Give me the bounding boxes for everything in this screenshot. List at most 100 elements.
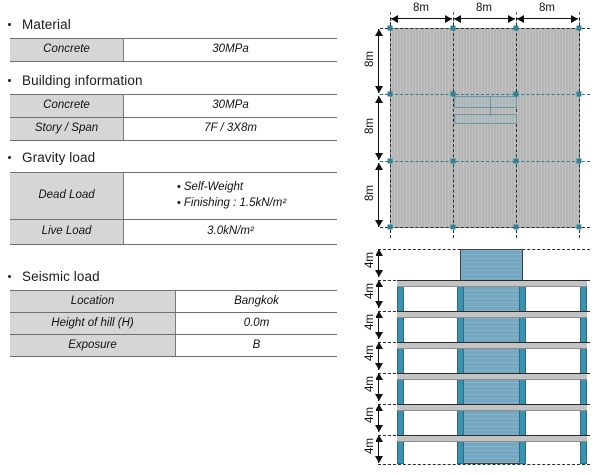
elevation-floor-slab-7 [397, 280, 587, 287]
grid-node [387, 158, 393, 164]
list-item-label: Self-Weight [183, 181, 244, 194]
dimension-segment [375, 435, 383, 463]
bullet-dot-icon [8, 79, 11, 82]
section-heading-material: Material [0, 17, 71, 32]
dimension-segment [375, 342, 383, 370]
elevation-floor-slab-4 [397, 373, 587, 380]
core-wall-segment-middle [454, 114, 517, 124]
section-heading-seismic-load: Seismic load [0, 269, 100, 284]
story-height-label-4: 4m [363, 345, 376, 361]
cell-label: Location [10, 290, 176, 313]
building-elevation-view [378, 248, 590, 468]
section-heading-label: Seismic load [22, 269, 100, 284]
story-height-label-2: 4m [363, 407, 376, 423]
cell-value: Bangkok [175, 290, 337, 313]
dimension-segment [375, 404, 383, 432]
cell-label: Exposure [10, 334, 176, 357]
plan-vertical-dimension-chain: 8m 8m 8m [363, 28, 390, 228]
table-row: Concrete 30MPa [10, 94, 337, 118]
dimension-segment [391, 15, 452, 23]
table-row: Concrete 30MPa [10, 38, 337, 62]
section-heading-gravity-load: Gravity load [0, 150, 95, 165]
section-heading-label: Material [22, 17, 71, 32]
story-height-label-6: 4m [363, 283, 376, 299]
cell-label: Height of hill (H) [10, 312, 176, 335]
dimension-segment [517, 15, 578, 23]
grid-node [450, 158, 456, 164]
core-wall-segment-top [454, 96, 517, 108]
cell-value: B [175, 334, 337, 357]
section-heading-building-information: Building information [0, 73, 143, 88]
cell-label: Concrete [10, 94, 124, 118]
elevation-floor-slab-2 [397, 435, 587, 442]
bullet-dot-icon [8, 23, 11, 26]
elevation-floor-slab-5 [397, 342, 587, 349]
dimension-segment [375, 249, 383, 277]
dimension-label-y2: 8m [363, 118, 376, 134]
dead-load-list: • Self-Weight • Finishing : 1.5kN/m² [175, 180, 286, 211]
cell-label: Concrete [10, 38, 124, 62]
floor-plan-view [380, 18, 590, 238]
grid-line-vertical-d [579, 18, 580, 238]
grid-line-horizontal-2 [380, 94, 590, 95]
seismic-load-table: Location Bangkok Height of hill (H) 0.0m… [10, 290, 337, 357]
grid-node [513, 25, 519, 31]
elevation-dimension-chain: 4m 4m 4m 4m 4m 4m 4m [363, 248, 390, 468]
grid-line-horizontal-4 [380, 227, 590, 228]
grid-node [576, 91, 582, 97]
cell-label: Live Load [10, 219, 124, 245]
elevation-floor-slab-6 [397, 311, 587, 318]
dimension-label-x3: 8m [537, 2, 557, 14]
story-height-label-3: 4m [363, 376, 376, 392]
grid-line-vertical-a [390, 18, 391, 238]
grid-node [450, 224, 456, 230]
bullet-dot-icon [8, 156, 11, 159]
grid-node [513, 158, 519, 164]
list-item: • Self-Weight [177, 180, 286, 196]
cell-value: 0.0m [175, 312, 337, 335]
grid-line-vertical-c [516, 18, 517, 238]
dimension-segment [454, 15, 515, 23]
table-row: Dead Load • Self-Weight • Finishing : 1.… [10, 172, 337, 220]
table-row: Live Load 3.0kN/m² [10, 219, 337, 245]
cell-value: 30MPa [123, 94, 337, 118]
table-row: Height of hill (H) 0.0m [10, 312, 337, 335]
table-row: Story / Span 7F / 3X8m [10, 117, 337, 141]
grid-line-vertical-b [453, 18, 454, 238]
building-information-table: Concrete 30MPa Story / Span 7F / 3X8m [10, 94, 337, 141]
material-table: Concrete 30MPa [10, 38, 337, 62]
core-wall-divider [490, 96, 491, 116]
grid-node [576, 25, 582, 31]
dimension-segment [375, 280, 383, 308]
story-height-label-7: 4m [363, 252, 376, 268]
cell-value: 3.0kN/m² [123, 219, 337, 245]
cell-label: Story / Span [10, 117, 124, 141]
right-drawing-panel: 8m 8m 8m 8m 8m 8m [350, 0, 600, 475]
grid-node [387, 91, 393, 97]
cell-label: Dead Load [10, 172, 124, 220]
story-height-label-1: 4m [363, 438, 376, 454]
grid-node [450, 91, 456, 97]
floor-slab [390, 28, 580, 228]
table-row: Exposure B [10, 334, 337, 357]
table-row: Location Bangkok [10, 290, 337, 313]
story-height-label-5: 4m [363, 314, 376, 330]
plan-horizontal-dimension-chain: 8m 8m 8m [390, 2, 580, 30]
grid-line-horizontal-3 [380, 161, 590, 162]
grid-node [387, 224, 393, 230]
left-specification-panel: Material Concrete 30MPa Building informa… [0, 17, 337, 357]
elevation-floor-slab-3 [397, 404, 587, 411]
section-heading-label: Building information [22, 73, 143, 88]
grid-node [576, 224, 582, 230]
level-line-ground [378, 464, 590, 465]
bullet-dot-icon [8, 275, 11, 278]
dimension-label-x1: 8m [411, 2, 431, 14]
grid-node [513, 91, 519, 97]
dimension-label-x2: 8m [474, 2, 494, 14]
dimension-label-y3: 8m [363, 185, 376, 201]
list-item: • Finishing : 1.5kN/m² [177, 196, 286, 212]
grid-line-horizontal-1 [380, 28, 590, 29]
dimension-segment [375, 96, 383, 160]
gravity-load-table: Dead Load • Self-Weight • Finishing : 1.… [10, 172, 337, 245]
